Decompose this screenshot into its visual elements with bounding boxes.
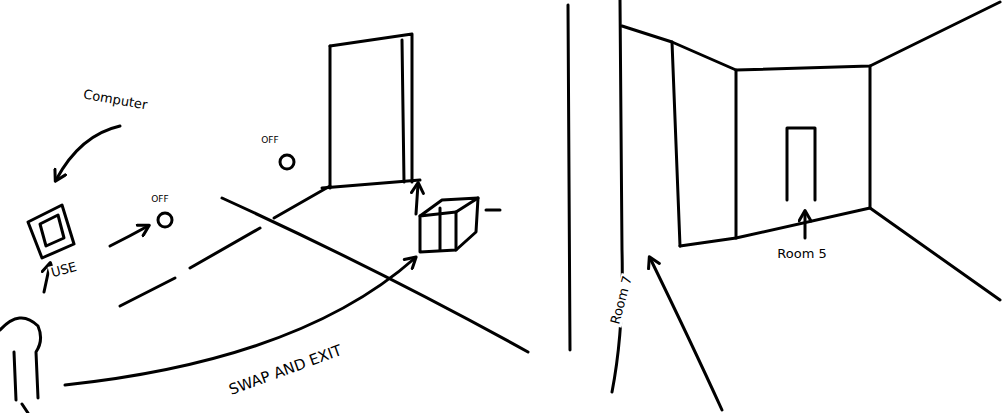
swap-box — [420, 198, 478, 216]
room-arrow — [804, 212, 807, 238]
room-arrow — [650, 258, 722, 410]
wall-line — [612, 0, 622, 392]
wall-line — [568, 5, 570, 350]
player-figure — [0, 318, 41, 398]
swap-box — [486, 209, 500, 212]
player-figure — [22, 404, 28, 413]
room-label: Room 5 — [775, 247, 828, 261]
wall-line — [735, 70, 738, 238]
swap-box — [456, 198, 478, 250]
action-label: USE — [48, 259, 81, 281]
pointer-arrow — [56, 126, 120, 180]
callout-label: Computer — [80, 87, 150, 113]
swap-box — [439, 208, 442, 250]
floor-line — [680, 208, 1000, 300]
path-label: SWAP AND EXIT — [225, 341, 346, 398]
switch-arrow — [110, 226, 148, 246]
door-frame — [322, 180, 420, 188]
floor-line — [222, 198, 528, 352]
floor-line — [190, 228, 260, 268]
switch-circle — [280, 155, 294, 169]
door-frame — [329, 46, 332, 188]
wall-line — [869, 66, 872, 208]
computer-screen — [28, 205, 74, 258]
switch-circle — [158, 213, 172, 227]
swap-box — [420, 212, 456, 252]
floor-line — [120, 278, 175, 306]
ceiling-line — [622, 2, 1000, 70]
door-frame — [402, 40, 404, 182]
wall-line — [672, 42, 680, 246]
exit-arrow — [416, 184, 418, 214]
room-label: Room 7 — [608, 272, 636, 327]
player-figure — [14, 352, 16, 400]
floor-line — [274, 186, 330, 218]
computer-inner — [40, 215, 64, 246]
door-outline — [787, 128, 815, 200]
state-label: OFF — [149, 195, 170, 205]
state-label: OFF — [259, 136, 280, 146]
swap-arrow — [65, 258, 415, 385]
door-frame — [330, 34, 412, 182]
